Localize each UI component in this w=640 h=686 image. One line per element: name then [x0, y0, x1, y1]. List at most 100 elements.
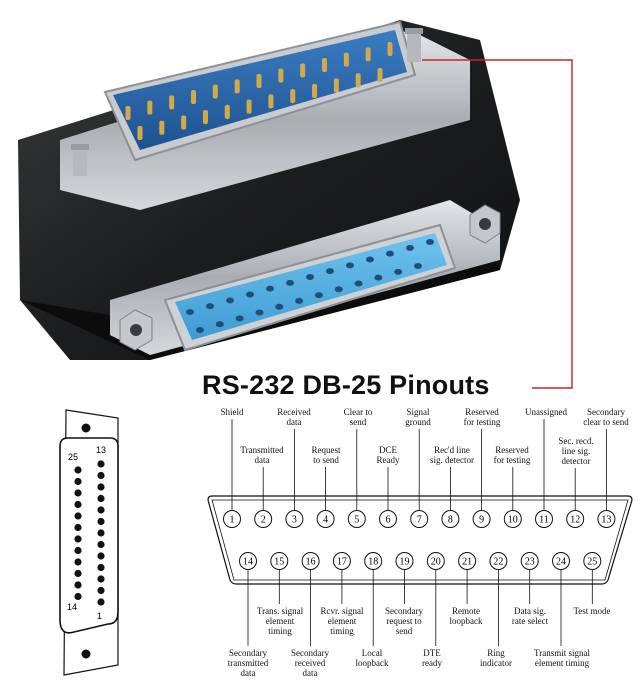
- side-pin-dot: [97, 471, 105, 480]
- pin-circle: [566, 510, 585, 528]
- female-socket: [366, 256, 374, 263]
- female-socket: [266, 285, 274, 292]
- pin-number: 13: [601, 515, 611, 526]
- pin-19-label: Secondary request to send: [385, 606, 423, 636]
- female-socket: [426, 239, 434, 245]
- page-title: RS-232 DB-25 Pinouts: [202, 370, 490, 400]
- female-socket: [386, 250, 394, 257]
- pin-7-label: Signal ground: [405, 407, 431, 427]
- pin-number: 17: [337, 557, 347, 568]
- pin-23-label: Data sig. rate select: [511, 606, 549, 626]
- pin-22-label: Ring indicator: [480, 648, 512, 668]
- male-pin: [268, 94, 274, 109]
- female-socket: [326, 268, 334, 275]
- pin-5-label: Clear to send: [343, 407, 373, 427]
- male-pin: [212, 84, 218, 99]
- pin-21-label: Remote loopback: [449, 606, 483, 626]
- side-pin-dot: [74, 581, 82, 589]
- pin-18-label: Local loopback: [355, 648, 389, 668]
- pin-circle: [223, 510, 241, 528]
- side-pin-dot: [97, 575, 105, 583]
- pin-circle: [426, 552, 445, 570]
- pin-number: 21: [462, 557, 472, 568]
- female-socket: [226, 297, 234, 304]
- side-pin-dot: [74, 535, 82, 543]
- side-pin-label-13: 13: [96, 445, 106, 455]
- pin-16-label: Secondary received data: [291, 648, 329, 678]
- female-socket: [374, 274, 383, 281]
- pin-circle: [583, 552, 602, 570]
- pin-13-label: Secondary clear to send: [583, 407, 629, 427]
- pin-number: 8: [448, 515, 453, 526]
- male-pin: [159, 120, 165, 135]
- side-pin-dot: [97, 563, 105, 572]
- side-pin-dot: [97, 598, 105, 606]
- male-pin: [234, 79, 240, 94]
- side-pin-dot: [97, 552, 105, 560]
- side-pin-dot: [74, 466, 82, 474]
- pin-circle: [316, 510, 335, 528]
- pin-15-label: Trans. signal element timing: [256, 606, 304, 636]
- female-socket: [255, 309, 264, 316]
- male-pin: [355, 73, 361, 88]
- female-socket: [354, 280, 363, 287]
- female-socket: [235, 315, 244, 322]
- pin-circle: [552, 552, 570, 570]
- side-pin-dot: [74, 523, 82, 532]
- pin-24-label: Transmit signal element timing: [534, 648, 590, 668]
- pin-4-label: Request to send: [311, 445, 341, 465]
- pin-25-label: Test mode: [573, 606, 611, 616]
- pin-20-label: DTE ready: [422, 648, 442, 668]
- side-pin-dot: [97, 506, 105, 514]
- pin-circle: [301, 552, 320, 570]
- hex-nut-icon: [469, 204, 501, 244]
- pin-circle: [395, 552, 414, 570]
- male-pin: [125, 106, 131, 120]
- male-pin: [343, 52, 349, 67]
- male-pin: [202, 110, 208, 125]
- pin-circle: [597, 510, 616, 528]
- side-pin-dot: [97, 540, 105, 549]
- male-pin: [137, 126, 143, 140]
- pin-circle: [489, 552, 508, 570]
- female-socket: [314, 292, 323, 299]
- male-pin: [169, 95, 175, 110]
- pin-circle: [285, 510, 304, 528]
- pin-number: 14: [243, 557, 253, 568]
- pin-number: 7: [417, 515, 422, 526]
- male-pin: [224, 104, 230, 119]
- pin-number: 11: [539, 515, 549, 526]
- side-pin-dot: [97, 586, 105, 595]
- pin-circle: [503, 510, 522, 528]
- pin-circle: [364, 552, 383, 570]
- pin-circle: [332, 552, 351, 570]
- male-pins: [125, 42, 393, 140]
- side-pin-dot: [97, 529, 105, 537]
- pin-number: 12: [570, 515, 580, 526]
- screw-icon: [405, 28, 423, 62]
- pin-number: 2: [261, 515, 266, 526]
- side-pin-dot: [74, 558, 82, 566]
- side-pin-dot: [74, 500, 82, 509]
- male-pin: [181, 115, 187, 130]
- pin-number: 4: [323, 515, 328, 526]
- pin-circle: [535, 510, 553, 528]
- female-socket: [406, 244, 414, 251]
- pin-2-label: Transmitted data: [240, 445, 284, 465]
- male-pin: [191, 90, 196, 104]
- pin-number: 5: [354, 515, 359, 526]
- female-socket: [196, 327, 204, 333]
- pin-circle: [520, 552, 539, 570]
- pin-12-label: Sec. recd. line sig. detector: [558, 436, 594, 466]
- female-socket: [246, 291, 254, 298]
- male-pin: [147, 100, 153, 115]
- female-socket: [295, 297, 304, 304]
- pin-1-label: Shield: [220, 407, 244, 417]
- side-pin-dot: [97, 494, 105, 503]
- pin-circle: [347, 510, 366, 528]
- pin-6-label: DCE Ready: [376, 445, 400, 465]
- female-socket: [286, 279, 294, 286]
